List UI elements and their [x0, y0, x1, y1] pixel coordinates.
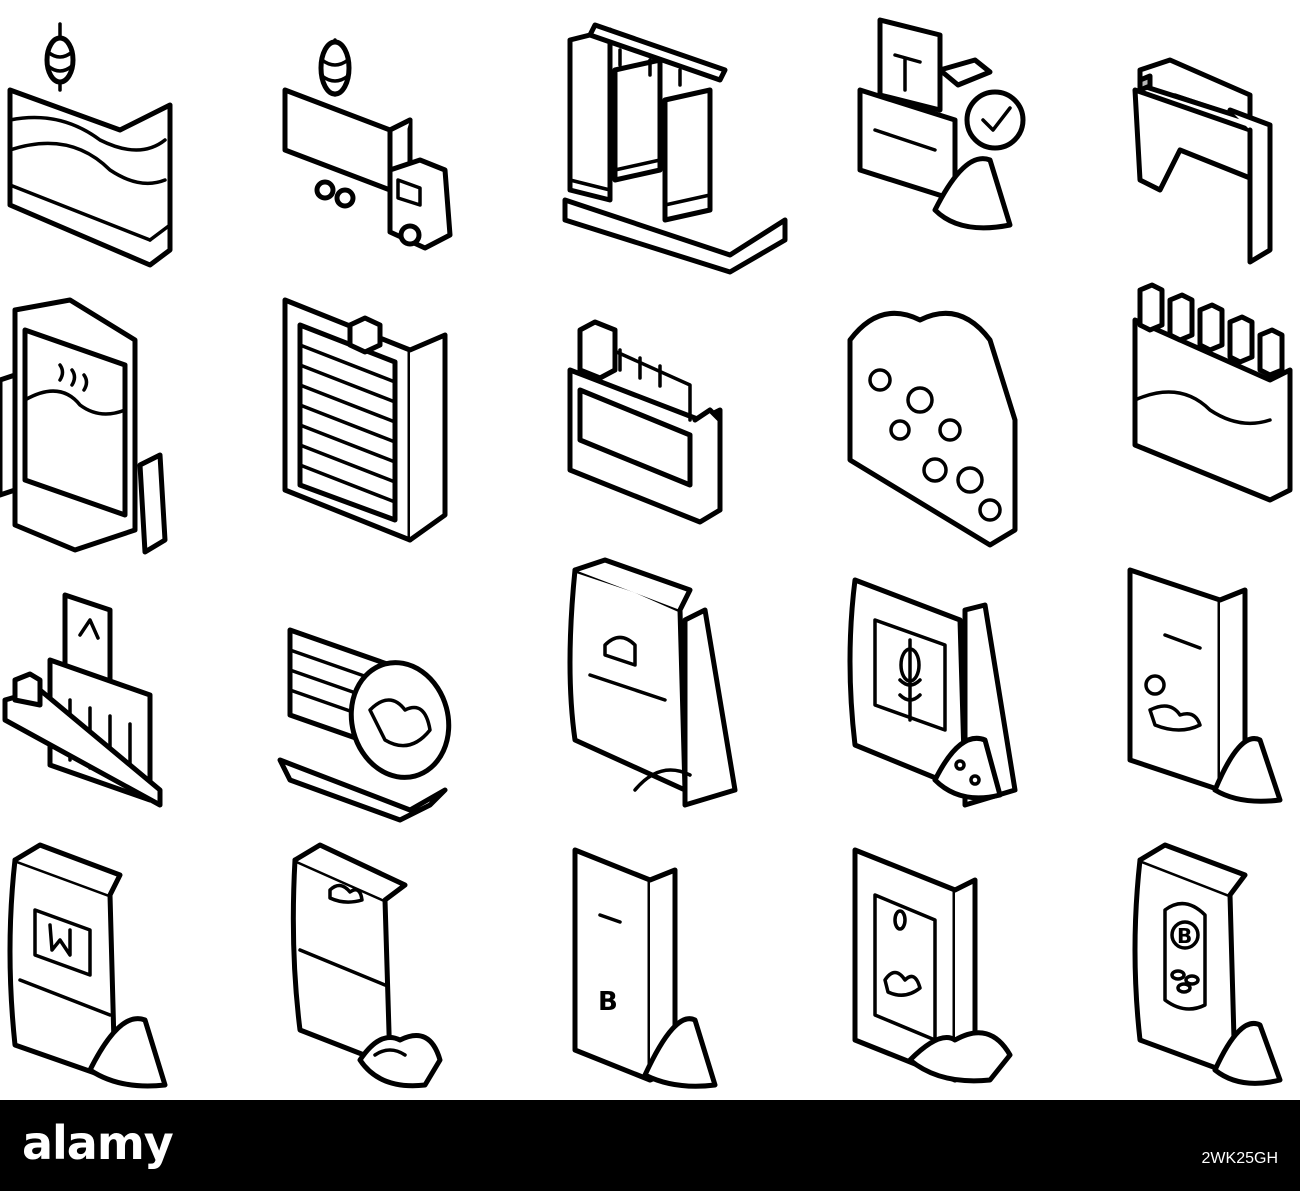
milling-plant-icon [0, 580, 240, 830]
vitamin-b-flour-box-icon: B [560, 840, 800, 1090]
grain-truck-icon [270, 20, 510, 270]
brand-logo: alamy [22, 1116, 174, 1170]
flour-label-pack-icon [840, 840, 1080, 1090]
vitamin-b-flour-sack-icon: B [1120, 840, 1300, 1090]
flour-sack-icon [270, 840, 510, 1090]
grain-drying-chamber-icon [0, 290, 240, 555]
grain-cleaner-machine-icon [560, 310, 800, 560]
grain-silos-icon [560, 10, 800, 275]
quality-check-machine-icon [840, 0, 1080, 250]
wheat-flour-bag-icon [840, 560, 1080, 810]
milling-rollers-icon [1120, 280, 1300, 530]
grain-hopper-icon [1120, 40, 1300, 290]
image-id: 2WK25GH [1201, 1150, 1278, 1167]
flour-sieve-icon [270, 610, 510, 860]
icon-grid: B B [0, 0, 1300, 1090]
grain-package-icon [1120, 560, 1300, 810]
wheat-field-icon [0, 20, 240, 270]
watermark-footer: alamy 2WK25GH [0, 1100, 1300, 1191]
svg-text:B: B [1177, 924, 1192, 948]
svg-text:B: B [598, 987, 618, 1017]
warehouse-shutter-icon [270, 290, 510, 543]
flour-pouch-icon [0, 840, 240, 1090]
dough-with-holes-icon [840, 300, 1080, 550]
flour-bag-icon [560, 557, 800, 810]
